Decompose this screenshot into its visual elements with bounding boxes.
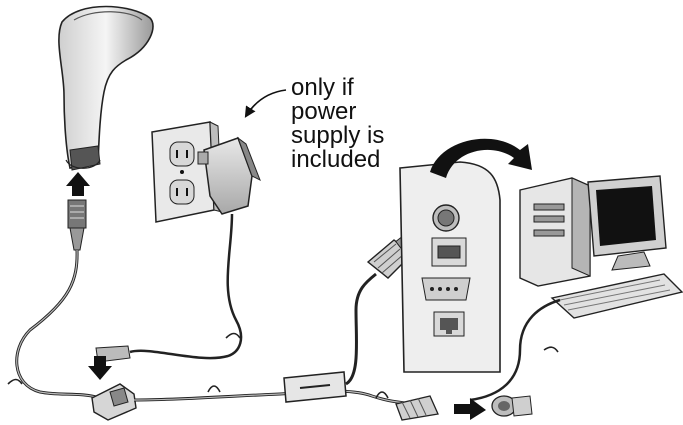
callout-leader-arrow-icon [244,89,287,118]
keyboard-wedge-branch-cable [345,272,377,386]
cable-break-marks [7,332,559,399]
keyboard-cable [469,298,561,402]
insert-up-arrow-icon [66,172,90,196]
callout-line-2: power [291,98,357,125]
power-supply-callout: only if power supply is included [291,76,421,172]
insert-down-arrow-icon [88,356,112,380]
barcode-scanner-icon [58,5,154,171]
callout-line-4: included [291,146,381,173]
wall-outlet-icon [151,121,223,223]
curved-arrow-icon [430,138,532,178]
power-cable [129,213,243,360]
ferrite-bead-icon [283,371,347,403]
monitor-icon [587,175,667,271]
cable-junction-icon [91,383,137,421]
callout-line-1: only if [291,74,354,101]
inline-ps2-connector-icon [395,395,439,421]
computer-back-panel-icon [399,161,501,373]
inline-ps2-socket-icon [491,395,533,417]
scanner-cable-plug-icon [67,199,87,251]
main-cable [133,389,413,406]
keyboard-icon [550,273,683,319]
computer-tower-icon [519,177,591,287]
connect-right-arrow-icon [454,398,486,420]
scanner-cable [15,249,101,400]
power-supply-icon [197,136,261,215]
callout-line-3: supply is [291,122,385,149]
